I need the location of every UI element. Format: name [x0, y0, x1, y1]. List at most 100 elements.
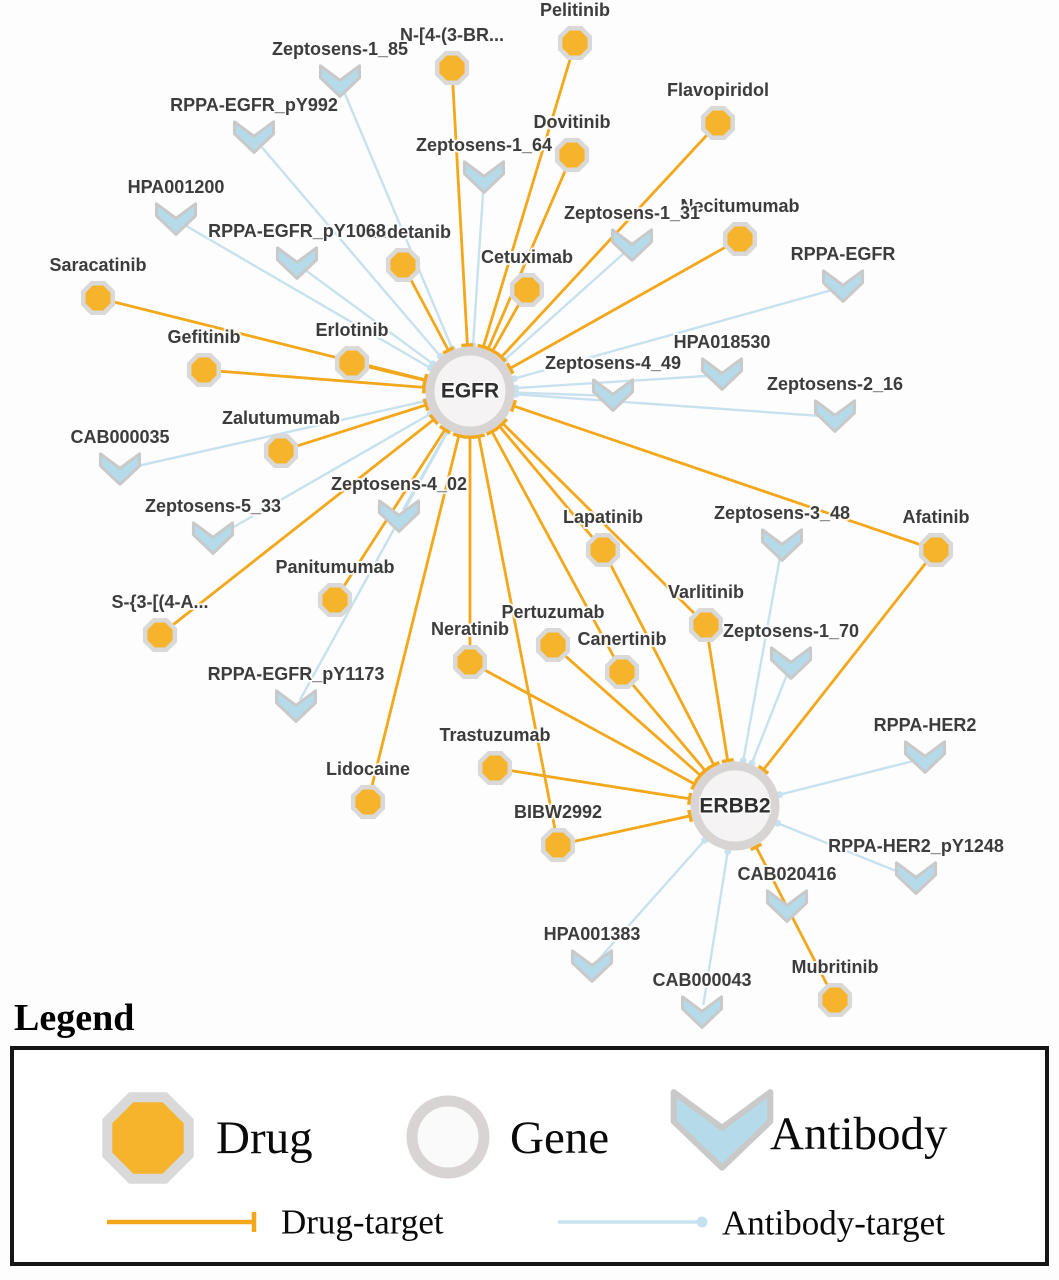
node-egfr[interactable] [425, 346, 515, 436]
node-label-erlotinib: Erlotinib [316, 320, 389, 340]
gene-circle-icon [406, 1095, 490, 1179]
node-label-varlitinib: Varlitinib [668, 582, 744, 602]
drug-octagon-icon [334, 345, 370, 381]
drug-octagon-icon [585, 532, 621, 568]
node-neratinib[interactable] [452, 644, 488, 680]
node-pelitinib[interactable] [557, 25, 593, 61]
edge-bibw2992-egfr [472, 433, 557, 829]
node-zeptosens-1-70[interactable] [769, 646, 813, 680]
node-zeptosens-4-02[interactable] [377, 499, 421, 533]
node-label-rppa-her2-py1248: RPPA-HER2_pY1248 [828, 836, 1004, 856]
edge-hpa001383-erbb2 [596, 837, 708, 962]
node-zeptosens-5-33[interactable] [191, 521, 235, 555]
antibody-chevron-icon [670, 1089, 774, 1171]
drug-octagon-icon [688, 607, 724, 643]
node-label-pelitinib: Pelitinib [540, 0, 610, 20]
legend-title: Legend [14, 997, 134, 1039]
node-zeptosens-4-49[interactable] [591, 378, 635, 412]
drug-octagon-icon [604, 654, 640, 690]
node-saracatinib[interactable] [80, 280, 116, 316]
antibody-chevron-icon [680, 995, 724, 1029]
gene-circle-icon [690, 761, 780, 851]
node-label-canertinib: Canertinib [577, 629, 666, 649]
node-flavopiridol[interactable] [700, 105, 736, 141]
node-trastuzumab[interactable] [477, 750, 513, 786]
node-cab000043[interactable] [680, 995, 724, 1029]
node-rppa-egfr-py992[interactable] [232, 120, 276, 154]
node-cab000035[interactable] [98, 452, 142, 486]
antibody-chevron-icon [610, 228, 654, 262]
node-zeptosens-1-31[interactable] [610, 228, 654, 262]
node-hpa001383[interactable] [570, 949, 614, 983]
node-afatinib[interactable] [918, 532, 954, 568]
node-rppa-egfr-py1068[interactable] [275, 246, 319, 280]
node-rppa-egfr[interactable] [821, 269, 865, 303]
node-n-4-3-br[interactable] [434, 50, 470, 86]
node-mubritinib[interactable] [817, 982, 853, 1018]
node-label-vandetanib: Vandetanib [355, 222, 451, 242]
antibody-chevron-icon [232, 120, 276, 154]
node-label-bibw2992: BIBW2992 [514, 802, 602, 822]
edge-neratinib-erbb2 [484, 668, 699, 791]
node-label-zeptosens-1-31: Zeptosens-1_31 [564, 203, 700, 223]
edge-n-4-3-br-egfr [451, 84, 474, 348]
node-rppa-her2-py1248[interactable] [894, 861, 938, 895]
node-zeptosens-1-64[interactable] [462, 160, 506, 194]
node-canertinib[interactable] [604, 654, 640, 690]
node-zeptosens-1-85[interactable] [318, 64, 362, 98]
edge-varlitinib-egfr [497, 417, 695, 614]
legend-gene-icon [406, 1095, 490, 1179]
node-gefitinib[interactable] [186, 352, 222, 388]
labels-layer: PelitinibN-[4-(3-BR...DovitinibFlavopiri… [47, 0, 1005, 992]
node-lidocaine[interactable] [350, 784, 386, 820]
node-cab020416[interactable] [765, 889, 809, 923]
drug-octagon-icon [186, 352, 222, 388]
node-s-3-4-a[interactable] [142, 617, 178, 653]
drug-octagon-icon [263, 433, 299, 469]
node-bibw2992[interactable] [540, 827, 576, 863]
node-zalutumumab[interactable] [263, 433, 299, 469]
drug-octagon-icon [509, 272, 545, 308]
edge-rppa-egfr-egfr [510, 287, 836, 383]
edge-zeptosens-5-33-egfr [219, 410, 434, 537]
nodes-layer [80, 25, 954, 1029]
node-rppa-her2[interactable] [903, 740, 947, 774]
edge-rppa-egfr-py1173-egfr [298, 427, 452, 701]
node-hpa018530[interactable] [700, 357, 744, 391]
node-pertuzumab[interactable] [535, 627, 571, 663]
node-label-dovitinib: Dovitinib [534, 112, 611, 132]
node-label-lapatinib: Lapatinib [563, 507, 643, 527]
node-zeptosens-2-16[interactable] [813, 399, 857, 433]
antibody-chevron-icon [98, 452, 142, 486]
node-varlitinib[interactable] [688, 607, 724, 643]
edge-lapatinib-egfr [493, 421, 594, 538]
node-erlotinib[interactable] [334, 345, 370, 381]
drug-octagon-icon [700, 105, 736, 141]
node-label-neratinib: Neratinib [431, 619, 509, 639]
node-necitumumab[interactable] [722, 221, 758, 257]
edge-zalutumumab-egfr [296, 398, 430, 448]
node-rppa-egfr-py1173[interactable] [274, 689, 318, 723]
edge-erlotinib-egfr [368, 365, 429, 387]
node-label-rppa-egfr-py1068: RPPA-EGFR_pY1068 [208, 221, 386, 241]
node-label-hpa018530: HPA018530 [674, 332, 771, 352]
antibody-chevron-icon [700, 357, 744, 391]
antibody-chevron-icon [821, 269, 865, 303]
node-hpa001200[interactable] [154, 202, 198, 236]
node-zeptosens-3-48[interactable] [760, 528, 804, 562]
node-lapatinib[interactable] [585, 532, 621, 568]
node-dovitinib[interactable] [554, 137, 590, 173]
drug-octagon-icon [535, 627, 571, 663]
edge-lidocaine-egfr [370, 432, 466, 786]
node-label-zeptosens-1-85: Zeptosens-1_85 [272, 39, 408, 59]
node-label-zeptosens-3-48: Zeptosens-3_48 [714, 503, 850, 523]
node-label-zeptosens-2-16: Zeptosens-2_16 [767, 374, 903, 394]
legend-gene-label: Gene [510, 1112, 609, 1164]
node-panitumumab[interactable] [317, 582, 353, 618]
node-erbb2[interactable] [690, 761, 780, 851]
node-vandetanib[interactable] [385, 247, 421, 283]
node-cetuximab[interactable] [509, 272, 545, 308]
node-label-rppa-her2: RPPA-HER2 [874, 715, 977, 735]
node-label-mubritinib: Mubritinib [792, 957, 879, 977]
